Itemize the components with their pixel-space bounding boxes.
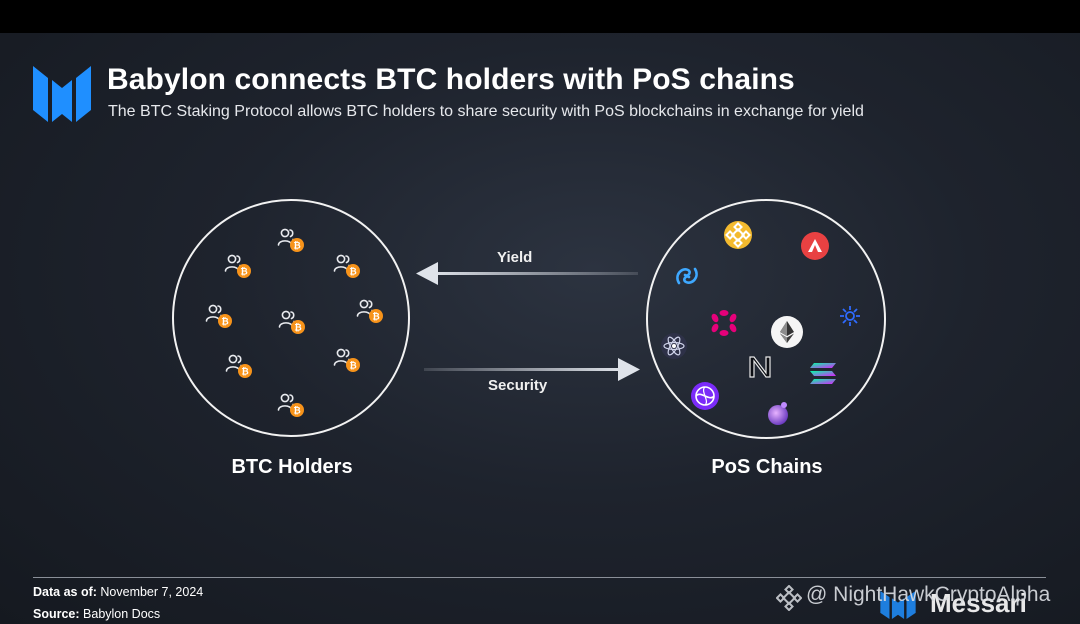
people-bitcoin-icon: ₿	[205, 304, 232, 328]
svg-text:₿: ₿	[293, 241, 300, 251]
avalanche-icon	[801, 232, 829, 260]
top-black-bar	[0, 0, 1080, 33]
pos-chains-label: PoS Chains	[711, 456, 823, 478]
page-title: Babylon connects BTC holders with PoS ch…	[107, 63, 795, 96]
footer-divider	[33, 577, 1046, 578]
btc-holders-label: BTC Holders	[231, 456, 353, 478]
svg-text:₿: ₿	[240, 267, 247, 277]
axelar-icon	[840, 306, 860, 326]
yield-arrow	[416, 262, 638, 285]
source-label: Source:	[33, 607, 80, 621]
yield-label: Yield	[497, 249, 533, 266]
people-bitcoin-icon: ₿	[277, 393, 304, 417]
people-bitcoin-icon: ₿	[224, 254, 251, 278]
polkadot-icon	[711, 310, 737, 336]
people-bitcoin-icon: ₿	[277, 228, 304, 252]
binance-icon	[724, 221, 752, 249]
source-value: Babylon Docs	[83, 607, 161, 621]
messari-wordmark: Messari	[930, 588, 1027, 618]
people-bitcoin-icon: ₿	[333, 348, 360, 372]
people-bitcoin-icon: ₿	[278, 310, 305, 334]
messari-small-logo-icon	[880, 591, 916, 619]
svg-text:₿: ₿	[293, 406, 300, 416]
security-label: Security	[488, 377, 548, 394]
source: Source: Babylon Docs	[33, 607, 160, 621]
people-bitcoin-icon: ₿	[333, 254, 360, 278]
svg-text:₿: ₿	[349, 267, 356, 277]
near-icon	[749, 356, 771, 378]
watermark-handle: @ NightHawkCryptoAlpha	[806, 583, 1051, 606]
people-bitcoin-icon: ₿	[225, 354, 252, 378]
osmosis-icon	[768, 402, 788, 425]
svg-text:₿: ₿	[241, 367, 248, 377]
btc-holders-circle	[172, 199, 410, 437]
messari-logo-icon	[33, 66, 91, 122]
svg-text:₿: ₿	[221, 317, 228, 327]
people-bitcoin-icon: ₿	[356, 299, 383, 323]
binance-watermark-icon	[776, 585, 802, 611]
cosmos-icon	[661, 333, 687, 359]
svg-text:₿: ₿	[294, 323, 301, 333]
data-as-of-label: Data as of:	[33, 585, 97, 599]
celestia-icon	[691, 382, 719, 410]
page-subtitle: The BTC Staking Protocol allows BTC hold…	[108, 103, 864, 120]
pos-chains-circle	[646, 199, 886, 439]
slide: Babylon connects BTC holders with PoS ch…	[0, 33, 1080, 624]
svg-text:₿: ₿	[349, 361, 356, 371]
ethereum-icon	[771, 316, 803, 348]
data-as-of-value: November 7, 2024	[100, 585, 204, 599]
solana-icon	[810, 363, 836, 384]
security-arrow	[424, 358, 640, 381]
svg-text:₿: ₿	[372, 312, 379, 322]
injective-icon	[676, 267, 698, 285]
data-as-of: Data as of: November 7, 2024	[33, 585, 203, 599]
